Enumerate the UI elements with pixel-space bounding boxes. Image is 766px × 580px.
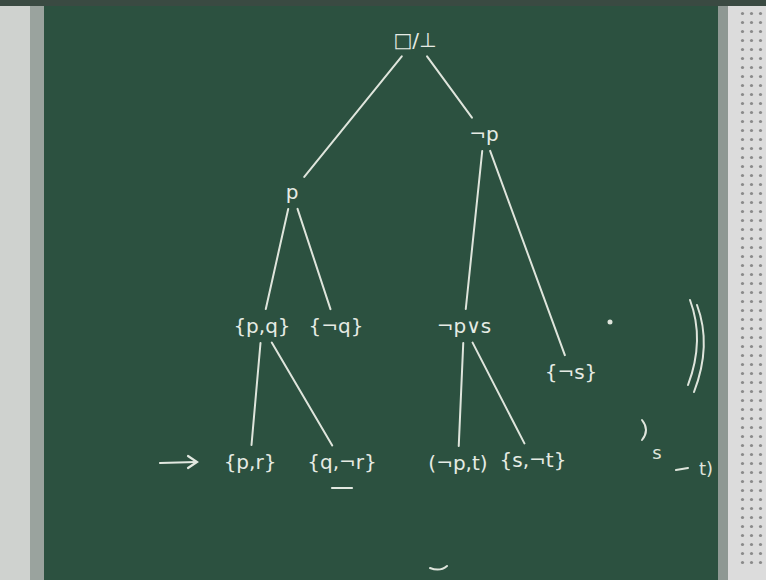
tree-branch [473, 343, 525, 444]
tree-node: {p,q} [229, 312, 294, 340]
tree-branch [298, 209, 331, 309]
perforation [736, 10, 764, 570]
tree-node: {p,r} [220, 448, 281, 476]
tree-branch [466, 151, 482, 309]
tree-node: {s,¬t} [496, 446, 571, 474]
board-frame-left [0, 0, 30, 580]
clause-text: p [286, 180, 299, 204]
clause-text: {¬q} [309, 314, 364, 338]
pointer-arrow [160, 456, 197, 468]
clause-text: {s,¬t} [500, 448, 567, 472]
clause-text: {p,r} [224, 450, 277, 474]
clause-text: {q,¬r} [307, 450, 376, 474]
clause-text: (¬p,t) [428, 451, 487, 475]
clause-text: {p,q} [233, 314, 290, 338]
chalk-note: s [652, 442, 661, 463]
board-frame-top [0, 0, 766, 6]
board-edge-right [718, 0, 728, 580]
tree-node: {¬q} [305, 312, 368, 340]
clause-text: {¬s} [545, 360, 598, 384]
tree-node: ¬p [465, 120, 502, 148]
tree-branch [427, 56, 472, 117]
tree-node: {q,¬r} [303, 448, 380, 476]
chalk-scribbles [430, 300, 704, 570]
board-edge-left [30, 0, 44, 580]
tree-branch [459, 343, 464, 446]
tree-branch [266, 209, 288, 309]
tree-node: {¬s} [541, 358, 602, 386]
tree-node: □/⊥ [389, 26, 440, 54]
tree-node: (¬p,t) [424, 449, 491, 477]
tree-branch [304, 56, 402, 177]
chalk-note: t) [699, 458, 713, 479]
wall-panel [728, 0, 766, 580]
tree-branch [272, 343, 332, 446]
tree-branch [490, 151, 565, 355]
clause-text: ¬p [469, 122, 498, 146]
underline-mark [332, 487, 352, 489]
clause-text: ¬p∨s [437, 314, 492, 338]
tree-branch [251, 343, 260, 445]
clause-text: □/⊥ [393, 28, 436, 52]
tree-node: p [282, 178, 303, 206]
tree-node: ¬p∨s [433, 312, 496, 340]
